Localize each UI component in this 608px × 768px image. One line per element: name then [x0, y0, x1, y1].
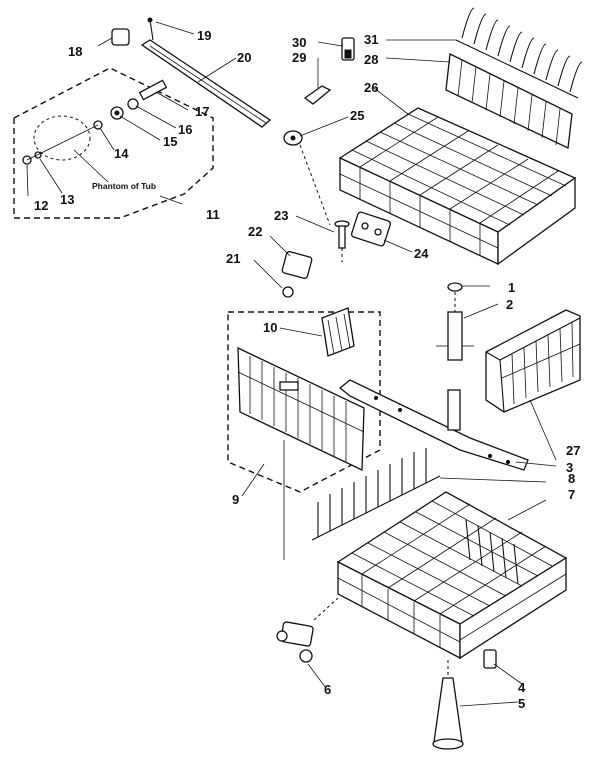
- label-7: 7: [568, 487, 575, 502]
- label-4: 4: [518, 680, 526, 695]
- label-25: 25: [350, 108, 364, 123]
- rack-clip-parts: [283, 37, 355, 226]
- label-9: 9: [232, 492, 239, 507]
- rack-track-rail: [111, 17, 272, 128]
- label-17: 17: [195, 104, 209, 119]
- rack-roller-assembly: [22, 79, 168, 165]
- label-21: 21: [226, 251, 240, 266]
- label-2: 2: [506, 297, 513, 312]
- label-29: 29: [292, 50, 306, 65]
- callout-labels: 1 2 3 4 5 6 7 8 9 10 11 12 13 14 15 16 1…: [34, 28, 580, 711]
- label-26: 26: [364, 80, 378, 95]
- label-20: 20: [237, 50, 251, 65]
- label-15: 15: [163, 134, 177, 149]
- label-23: 23: [274, 208, 288, 223]
- label-8: 8: [568, 471, 575, 486]
- label-6: 6: [324, 682, 331, 697]
- label-12: 12: [34, 198, 48, 213]
- leader-lines: [26, 21, 557, 707]
- label-22: 22: [248, 224, 262, 239]
- label-14: 14: [114, 146, 129, 161]
- lower-tine-row: [311, 448, 441, 541]
- rack-adjuster-parts: [281, 211, 392, 298]
- utensil-basket: [485, 309, 581, 413]
- lower-wheel-and-tube: [276, 597, 497, 750]
- upper-rack: [338, 107, 577, 266]
- label-13: 13: [60, 192, 74, 207]
- label-31: 31: [364, 32, 378, 47]
- label-19: 19: [197, 28, 211, 43]
- label-24: 24: [414, 246, 429, 261]
- label-27: 27: [566, 443, 580, 458]
- label-3: 3: [566, 460, 573, 475]
- label-10: 10: [263, 320, 277, 335]
- lower-rack: [336, 491, 568, 660]
- label-18: 18: [68, 44, 82, 59]
- tub-phantom-region: Phantom of Tub: [13, 67, 214, 219]
- silverware-basket-region: [227, 307, 381, 560]
- upper-tine-rows: [445, 7, 583, 149]
- label-28: 28: [364, 52, 378, 67]
- phantom-caption: Phantom of Tub: [92, 181, 156, 191]
- label-1: 1: [508, 280, 515, 295]
- label-5: 5: [518, 696, 525, 711]
- spray-arm-assembly: [338, 282, 529, 471]
- label-30: 30: [292, 35, 306, 50]
- label-11: 11: [206, 207, 220, 222]
- label-16: 16: [178, 122, 192, 137]
